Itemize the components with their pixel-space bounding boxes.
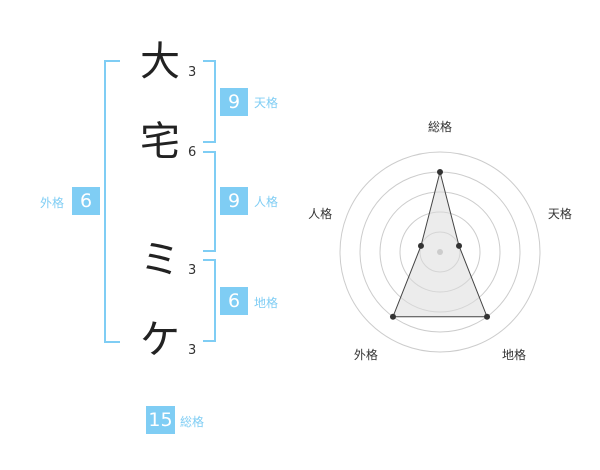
radar-data-point: [437, 169, 443, 175]
name-char-1: 大: [140, 39, 180, 85]
name-char-4: ケ: [140, 317, 180, 363]
radar-center-point: [437, 249, 443, 255]
tenkaku-bracket: [203, 60, 216, 143]
radar-axis-label: 天格: [548, 206, 572, 221]
name-char-2: 宅: [140, 119, 180, 165]
radar-series-area: [392, 171, 488, 318]
tenkaku-label: 天格: [254, 96, 279, 110]
stroke-count-1: 3: [188, 65, 197, 80]
radar-grid-ring: [339, 151, 541, 353]
jinkaku-badge: 9: [220, 187, 248, 215]
stroke-count-4: 3: [188, 343, 197, 358]
radar-data-point: [417, 242, 424, 249]
radar-axis-label: 地格: [502, 347, 526, 362]
soukaku-label: 総格: [180, 415, 205, 429]
chikaku-bracket: [203, 259, 216, 342]
name-char-3: ミ: [140, 237, 180, 283]
gaikaku-bracket: [104, 60, 120, 343]
chikaku-badge: 6: [220, 287, 248, 315]
gaikaku-badge: 6: [72, 187, 100, 215]
soukaku-badge: 15: [146, 406, 175, 434]
chikaku-label: 地格: [254, 296, 279, 310]
jinkaku-label: 人格: [254, 195, 279, 209]
radar-axis-label: 総格: [428, 119, 452, 134]
radar-axis-label: 外格: [354, 347, 378, 362]
radar-axis-label: 人格: [308, 206, 332, 221]
jinkaku-bracket: [203, 151, 216, 252]
radar-data-point: [484, 313, 491, 320]
radar-data-point: [389, 313, 396, 320]
stroke-count-3: 3: [188, 263, 197, 278]
gaikaku-label: 外格: [40, 196, 65, 210]
radar-data-point: [456, 242, 463, 249]
tenkaku-badge: 9: [220, 88, 248, 116]
stroke-count-2: 6: [188, 145, 197, 160]
